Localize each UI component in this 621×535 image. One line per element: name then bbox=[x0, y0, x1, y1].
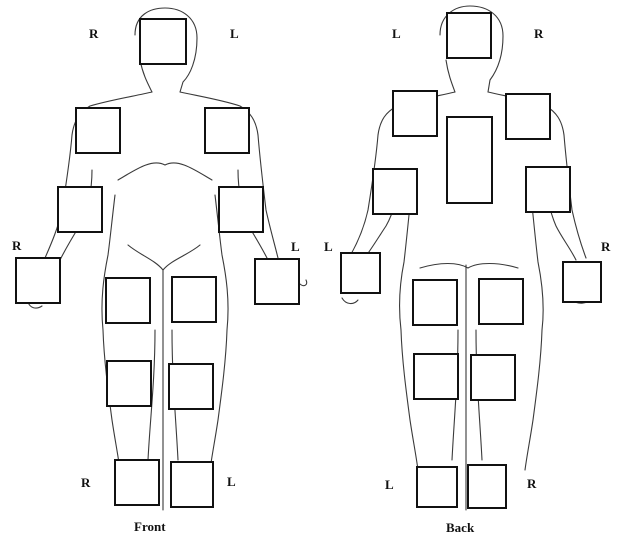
back-right-elbow-box[interactable] bbox=[525, 166, 571, 213]
back-right-knee-box[interactable] bbox=[470, 354, 516, 401]
front-foot-side-label-left: R bbox=[81, 476, 90, 489]
front-hand-side-label-right: L bbox=[291, 240, 300, 253]
back-head-side-label-right: R bbox=[534, 27, 543, 40]
back-foot-side-label-right: R bbox=[527, 477, 536, 490]
back-right-thigh-box[interactable] bbox=[478, 278, 524, 325]
front-head-side-label-right: L bbox=[230, 27, 239, 40]
front-right-knee-box[interactable] bbox=[106, 360, 152, 407]
front-left-thigh-box[interactable] bbox=[171, 276, 217, 323]
front-right-hand-box[interactable] bbox=[15, 257, 61, 304]
back-hand-side-label-right: R bbox=[601, 240, 610, 253]
front-hand-side-label-left: R bbox=[12, 239, 21, 252]
front-head-side-label-left: R bbox=[89, 27, 98, 40]
front-left-knee-box[interactable] bbox=[168, 363, 214, 410]
back-head-side-label-left: L bbox=[392, 27, 401, 40]
back-right-hand-box[interactable] bbox=[562, 261, 602, 303]
front-left-hand-box[interactable] bbox=[254, 258, 300, 305]
back-left-knee-box[interactable] bbox=[413, 353, 459, 400]
front-right-shoulder-box[interactable] bbox=[75, 107, 121, 154]
back-left-shoulder-box[interactable] bbox=[392, 90, 438, 137]
front-foot-side-label-right: L bbox=[227, 475, 236, 488]
front-right-elbow-box[interactable] bbox=[57, 186, 103, 233]
front-head-box[interactable] bbox=[139, 18, 187, 65]
front-left-elbow-box[interactable] bbox=[218, 186, 264, 233]
back-foot-side-label-left: L bbox=[385, 478, 394, 491]
front-right-foot-box[interactable] bbox=[114, 459, 160, 506]
front-left-shoulder-box[interactable] bbox=[204, 107, 250, 154]
front-right-thigh-box[interactable] bbox=[105, 277, 151, 324]
back-right-shoulder-box[interactable] bbox=[505, 93, 551, 140]
front-caption: Front bbox=[134, 520, 166, 533]
back-head-box[interactable] bbox=[446, 12, 492, 59]
back-right-foot-box[interactable] bbox=[467, 464, 507, 509]
back-left-hand-box[interactable] bbox=[340, 252, 381, 294]
back-caption: Back bbox=[446, 521, 474, 534]
back-hand-side-label-left: L bbox=[324, 240, 333, 253]
back-left-thigh-box[interactable] bbox=[412, 279, 458, 326]
back-spine-box[interactable] bbox=[446, 116, 493, 204]
back-left-elbow-box[interactable] bbox=[372, 168, 418, 215]
back-left-foot-box[interactable] bbox=[416, 466, 458, 508]
front-left-foot-box[interactable] bbox=[170, 461, 214, 508]
